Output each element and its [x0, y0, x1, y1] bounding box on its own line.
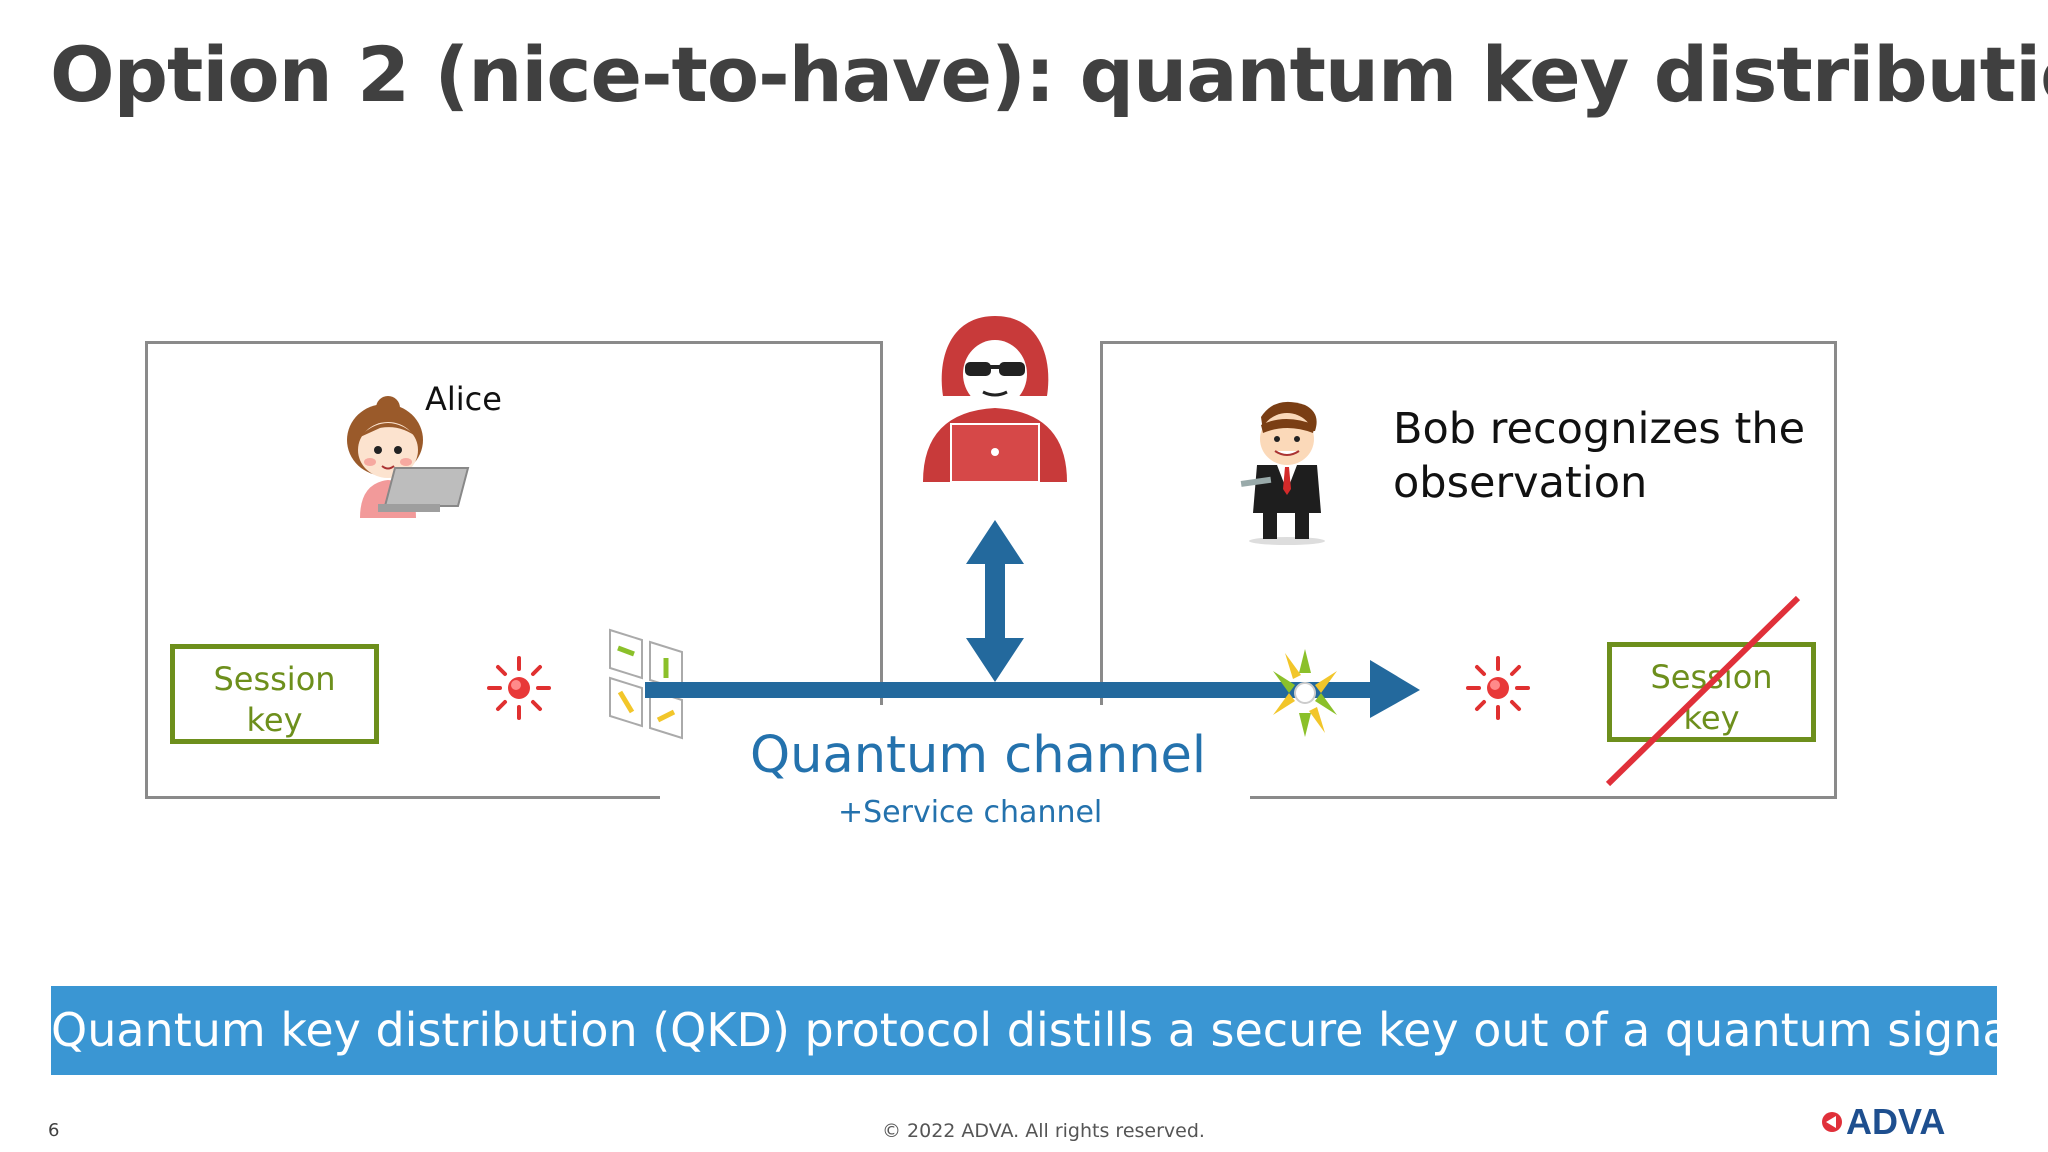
channel-label-background — [660, 705, 1250, 870]
alice-session-key-box: Session key — [170, 644, 379, 744]
alice-key-line1: Session — [213, 660, 336, 698]
bob-text-line1: Bob recognizes the — [1393, 404, 1806, 454]
bob-laser-icon — [1466, 656, 1530, 720]
bob-avatar-icon — [1240, 401, 1325, 545]
alice-key-line2: key — [246, 701, 303, 739]
eavesdrop-double-arrow — [966, 520, 1024, 682]
copyright-notice: © 2022 ADVA. All rights reserved. — [882, 1120, 1205, 1142]
adva-logo-text: ADVA — [1846, 1101, 1945, 1142]
quantum-channel-label: Quantum channel — [750, 726, 1207, 785]
bob-key-line1: Session — [1650, 658, 1773, 696]
adva-logo-icon: ADVA — [1822, 1101, 1945, 1142]
bob-description: Bob recognizes the observation — [1393, 402, 1813, 510]
key-strike-line — [1605, 595, 1801, 787]
summary-banner: Quantum key distribution (QKD) protocol … — [51, 986, 2023, 1075]
service-channel-label: +Service channel — [838, 795, 1103, 830]
detector-burst-icon — [1273, 649, 1337, 737]
page-title: Option 2 (nice-to-have): quantum key dis… — [50, 30, 2048, 119]
quantum-channel-arrow — [645, 660, 1420, 718]
alice-name-label: Alice — [425, 380, 502, 418]
hacker-icon — [923, 316, 1067, 483]
bob-session-key-box: Session key — [1607, 642, 1816, 742]
bob-key-line2: key — [1683, 699, 1740, 737]
bob-text-line2: observation — [1393, 458, 1648, 508]
alice-avatar-icon — [347, 396, 470, 518]
page-number: 6 — [48, 1120, 60, 1141]
polarizer-icon — [609, 628, 683, 740]
alice-laser-icon — [487, 656, 551, 720]
